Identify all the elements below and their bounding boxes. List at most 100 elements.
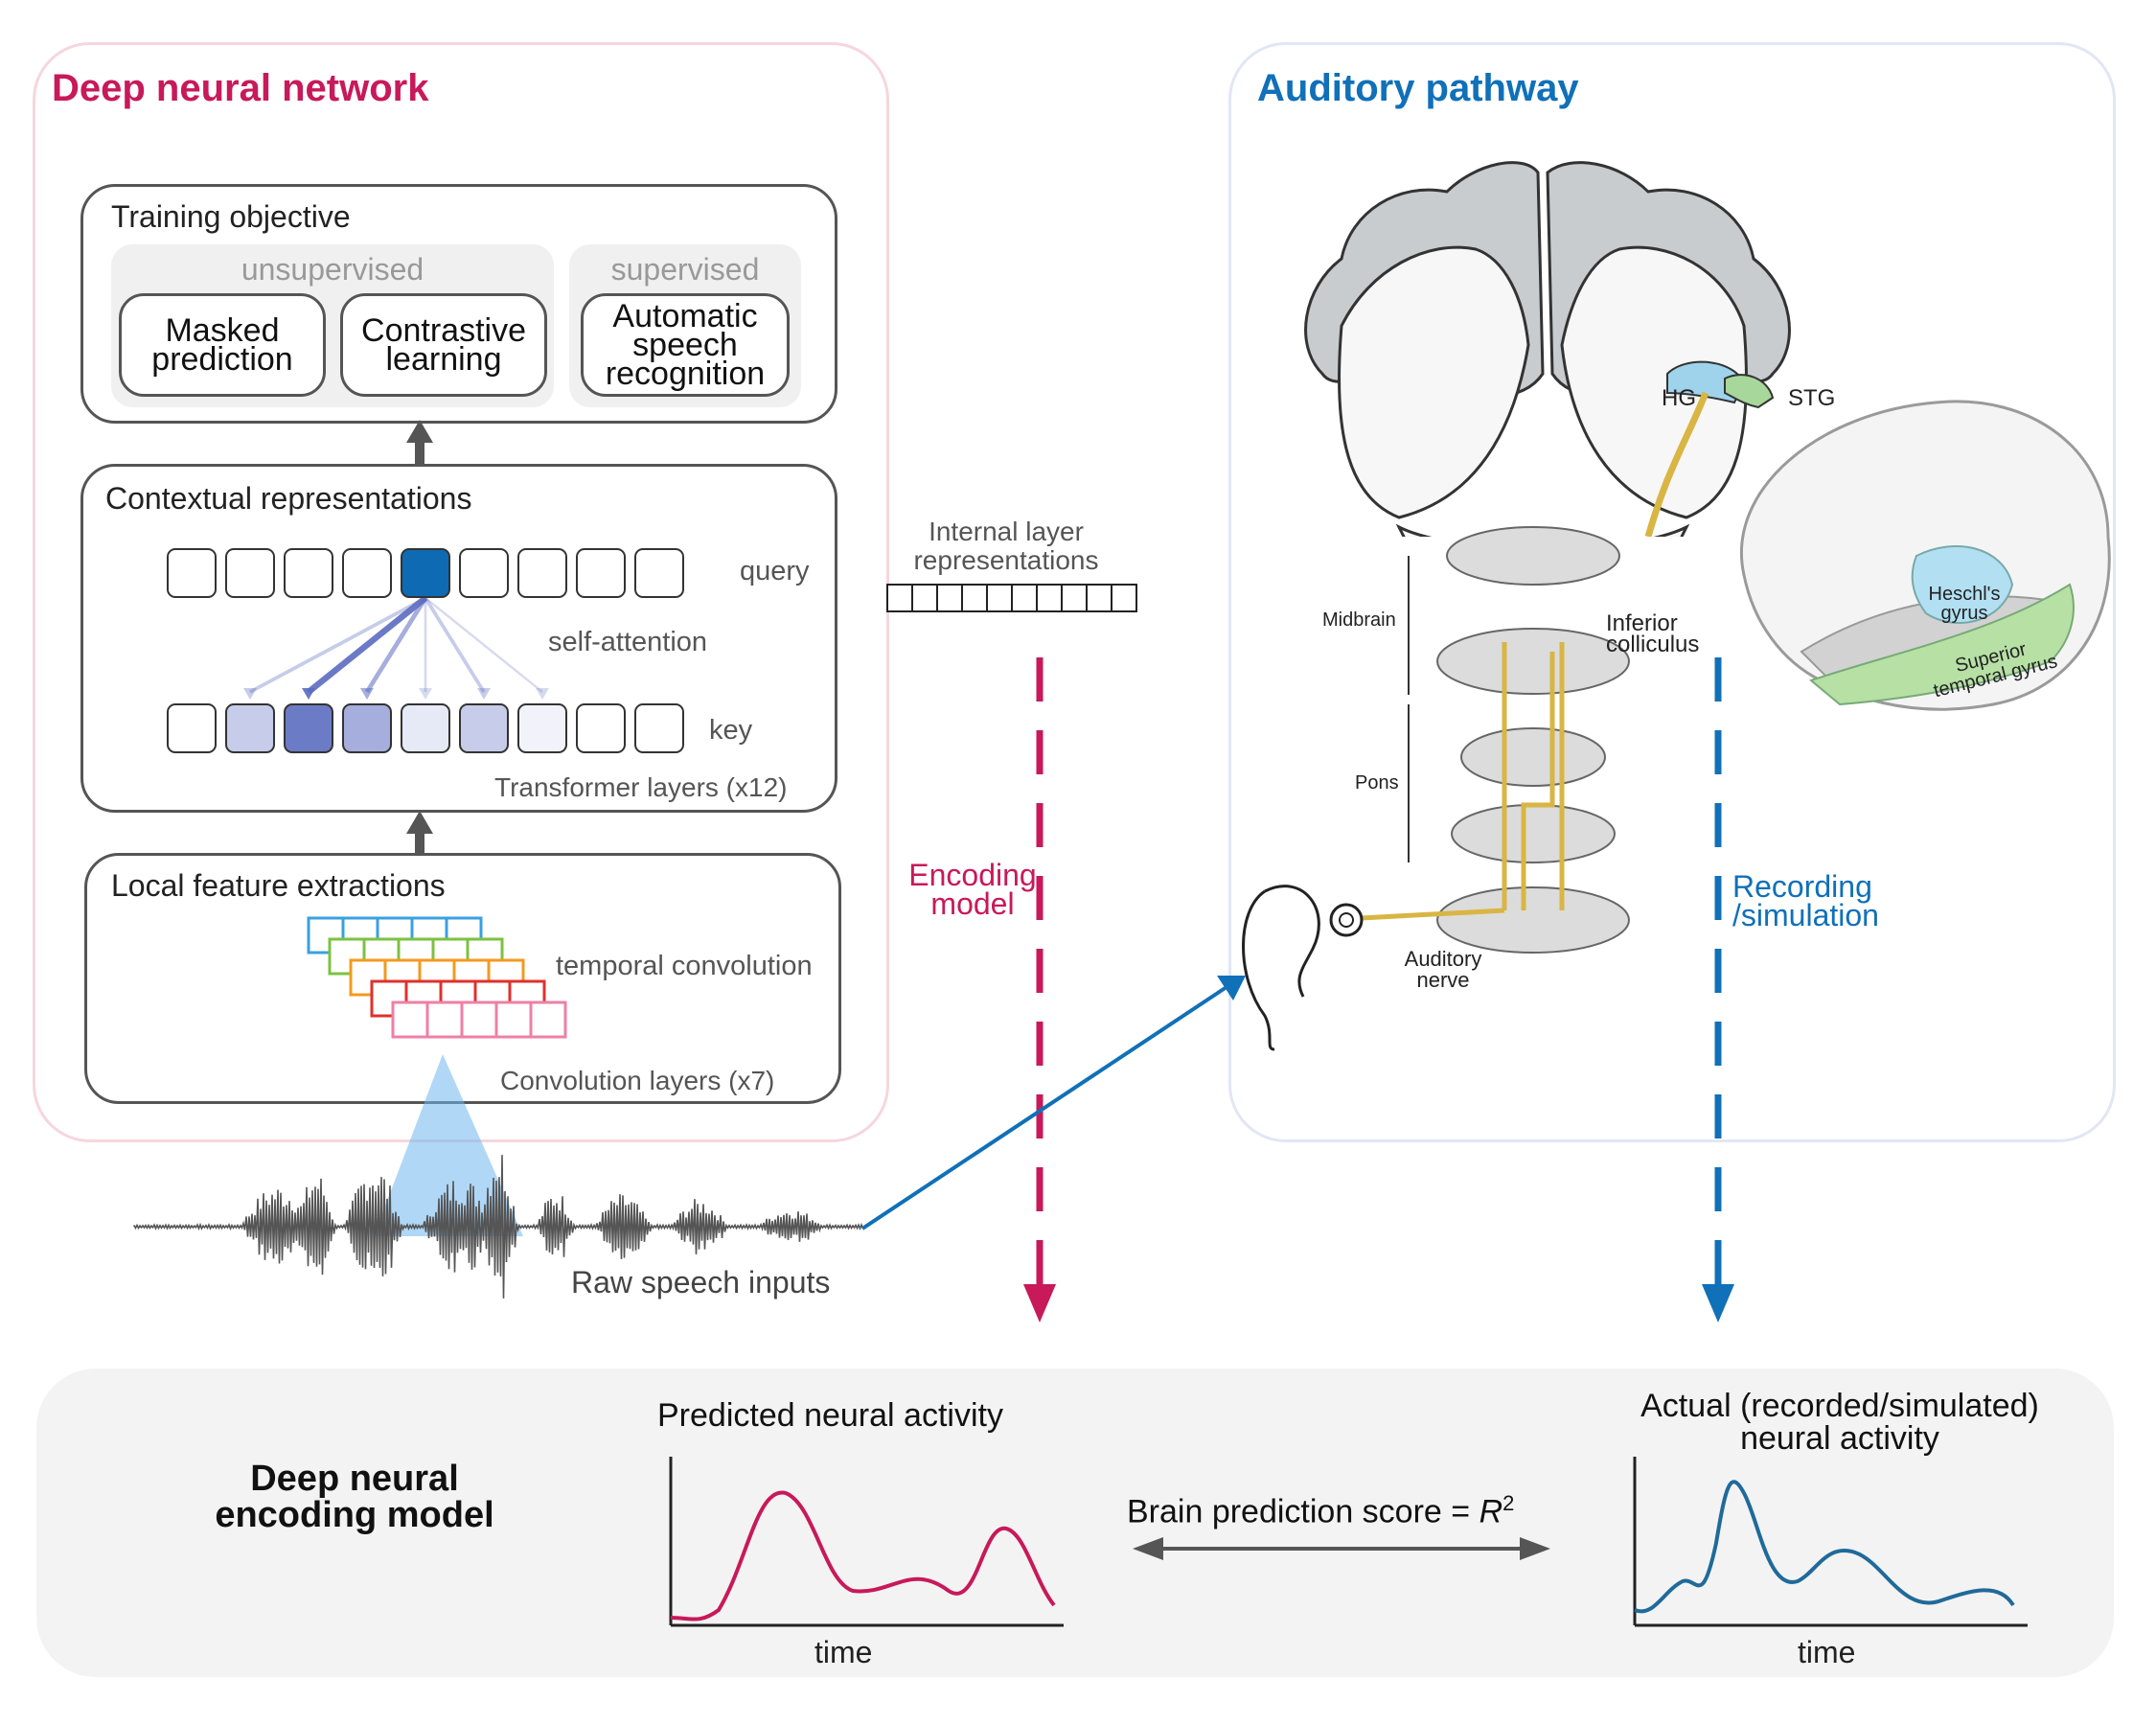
- query-token: [342, 548, 392, 598]
- receptive-field-cone: [374, 1054, 523, 1236]
- attention-line: [424, 597, 486, 693]
- local-features-title: Local feature extractions: [111, 868, 446, 903]
- nerve-line-1: Auditory: [1404, 947, 1482, 971]
- brainstem-sections: [1360, 526, 1630, 954]
- encoding-arrow: [1023, 657, 1056, 1322]
- encoding-model-title: Deep neural encoding model: [153, 1460, 556, 1533]
- contrastive-learning-box: Contrastive learning: [340, 293, 547, 397]
- waveform-trace: [133, 1155, 864, 1299]
- dnn-title: Deep neural network: [52, 67, 429, 109]
- contrastive-line-1: Contrastive: [361, 312, 526, 349]
- dnn-flow-arrows: [406, 420, 433, 853]
- query-token: [576, 548, 626, 598]
- auditory-nerve-label: Auditory nerve: [1386, 949, 1501, 991]
- score-double-arrow: [1133, 1537, 1550, 1560]
- key-token: [459, 703, 509, 753]
- recording-arrow: [1702, 657, 1734, 1322]
- score-exponent: 2: [1502, 1491, 1515, 1515]
- unsupervised-label: unsupervised: [241, 252, 424, 287]
- hg-label: HG: [1662, 385, 1696, 411]
- predicted-line: [670, 1490, 1056, 1622]
- nerve-line-2: nerve: [1416, 968, 1470, 992]
- internal-representation-vector: [886, 584, 1137, 612]
- conv-cell: [494, 1000, 533, 1039]
- key-token: [634, 703, 684, 753]
- contextual-title: Contextual representations: [105, 481, 472, 516]
- query-token: [225, 548, 275, 598]
- pons-label: Pons: [1355, 772, 1399, 794]
- vector-cell: [1036, 584, 1063, 612]
- encoding-model-label: Encoding model: [891, 858, 1054, 921]
- attention-arrowhead: [477, 688, 491, 700]
- contextual-box: [80, 464, 837, 813]
- asr-line-1: Automatic: [612, 298, 758, 334]
- attention-arrowhead: [302, 688, 315, 700]
- masked-prediction-box: Masked prediction: [119, 293, 326, 397]
- query-token: [284, 548, 333, 598]
- key-token: [167, 703, 217, 753]
- vector-cell: [1011, 584, 1038, 612]
- key-token: [225, 703, 275, 753]
- vector-cell: [936, 584, 963, 612]
- speech-waveform: [133, 1054, 864, 1299]
- attention-line: [364, 596, 428, 694]
- lateral-brain-view: [1740, 400, 2111, 711]
- key-token: [342, 703, 392, 753]
- key-token: [576, 703, 626, 753]
- encoding-line-1: Encoding: [908, 858, 1037, 892]
- self-attention-label: self-attention: [548, 627, 708, 657]
- midbrain-label: Midbrain: [1322, 610, 1396, 631]
- heschl-line-1: Heschl's: [1928, 584, 2001, 605]
- query-token: [634, 548, 684, 598]
- asr-box: Automatic speech recognition: [581, 293, 790, 397]
- score-text: Brain prediction score =: [1127, 1493, 1479, 1530]
- attention-lines: [243, 595, 549, 700]
- asr-line-3: recognition: [605, 356, 766, 392]
- score-label: Brain prediction score = R2: [1127, 1491, 1514, 1530]
- auditory-title: Auditory pathway: [1257, 67, 1579, 109]
- attention-arrowhead: [536, 688, 549, 700]
- attention-arrowhead: [360, 688, 374, 700]
- key-token: [284, 703, 333, 753]
- recording-label: Recording /simulation: [1732, 869, 1879, 931]
- encoding-line-2: model: [930, 886, 1015, 921]
- attention-line: [424, 597, 543, 693]
- conv-cell: [425, 1000, 464, 1039]
- heschl-line-2: gyrus: [1940, 603, 1988, 624]
- inferior-line-1: Inferior: [1606, 610, 1678, 636]
- coronal-brain-section: [1304, 161, 1791, 537]
- training-objective-title: Training objective: [111, 199, 351, 234]
- predicted-time-label: time: [814, 1635, 873, 1669]
- masked-line-2: prediction: [151, 341, 293, 378]
- vector-cell: [1111, 584, 1137, 612]
- raw-speech-label: Raw speech inputs: [571, 1265, 831, 1300]
- predicted-plot: [669, 1457, 1064, 1627]
- transformer-caption: Transformer layers (x12): [494, 772, 788, 802]
- actual-title: Actual (recorded/simulated) neural activ…: [1591, 1390, 2089, 1455]
- predicted-title: Predicted neural activity: [657, 1397, 1003, 1434]
- query-token: [459, 548, 509, 598]
- bottom-title-line-1: Deep neural: [250, 1459, 459, 1499]
- query-token: [517, 548, 567, 598]
- conv-cell: [529, 1000, 567, 1039]
- actual-line-2: neural activity: [1740, 1420, 1939, 1457]
- actual-line: [1634, 1480, 2015, 1614]
- recording-line-1: Recording: [1732, 869, 1872, 904]
- speech-to-ear-arrow: [860, 976, 1246, 1230]
- bottom-title-line-2: encoding model: [215, 1495, 494, 1535]
- actual-plot: [1633, 1457, 2028, 1627]
- key-label: key: [709, 715, 753, 746]
- attention-line: [249, 596, 426, 694]
- supervised-label: supervised: [610, 252, 760, 287]
- actual-time-label: time: [1798, 1635, 1856, 1669]
- vector-cell: [961, 584, 988, 612]
- temporal-convolution-label: temporal convolution: [556, 951, 813, 981]
- heschl-label: Heschl's gyrus: [1907, 585, 2022, 623]
- attention-arrowhead: [243, 688, 257, 700]
- query-label: query: [740, 556, 810, 586]
- inferior-line-2: colliculus: [1606, 632, 1700, 657]
- attention-arrowhead: [419, 688, 432, 700]
- attention-line: [306, 595, 428, 695]
- key-token: [517, 703, 567, 753]
- auditory-panel: [1228, 42, 2116, 1142]
